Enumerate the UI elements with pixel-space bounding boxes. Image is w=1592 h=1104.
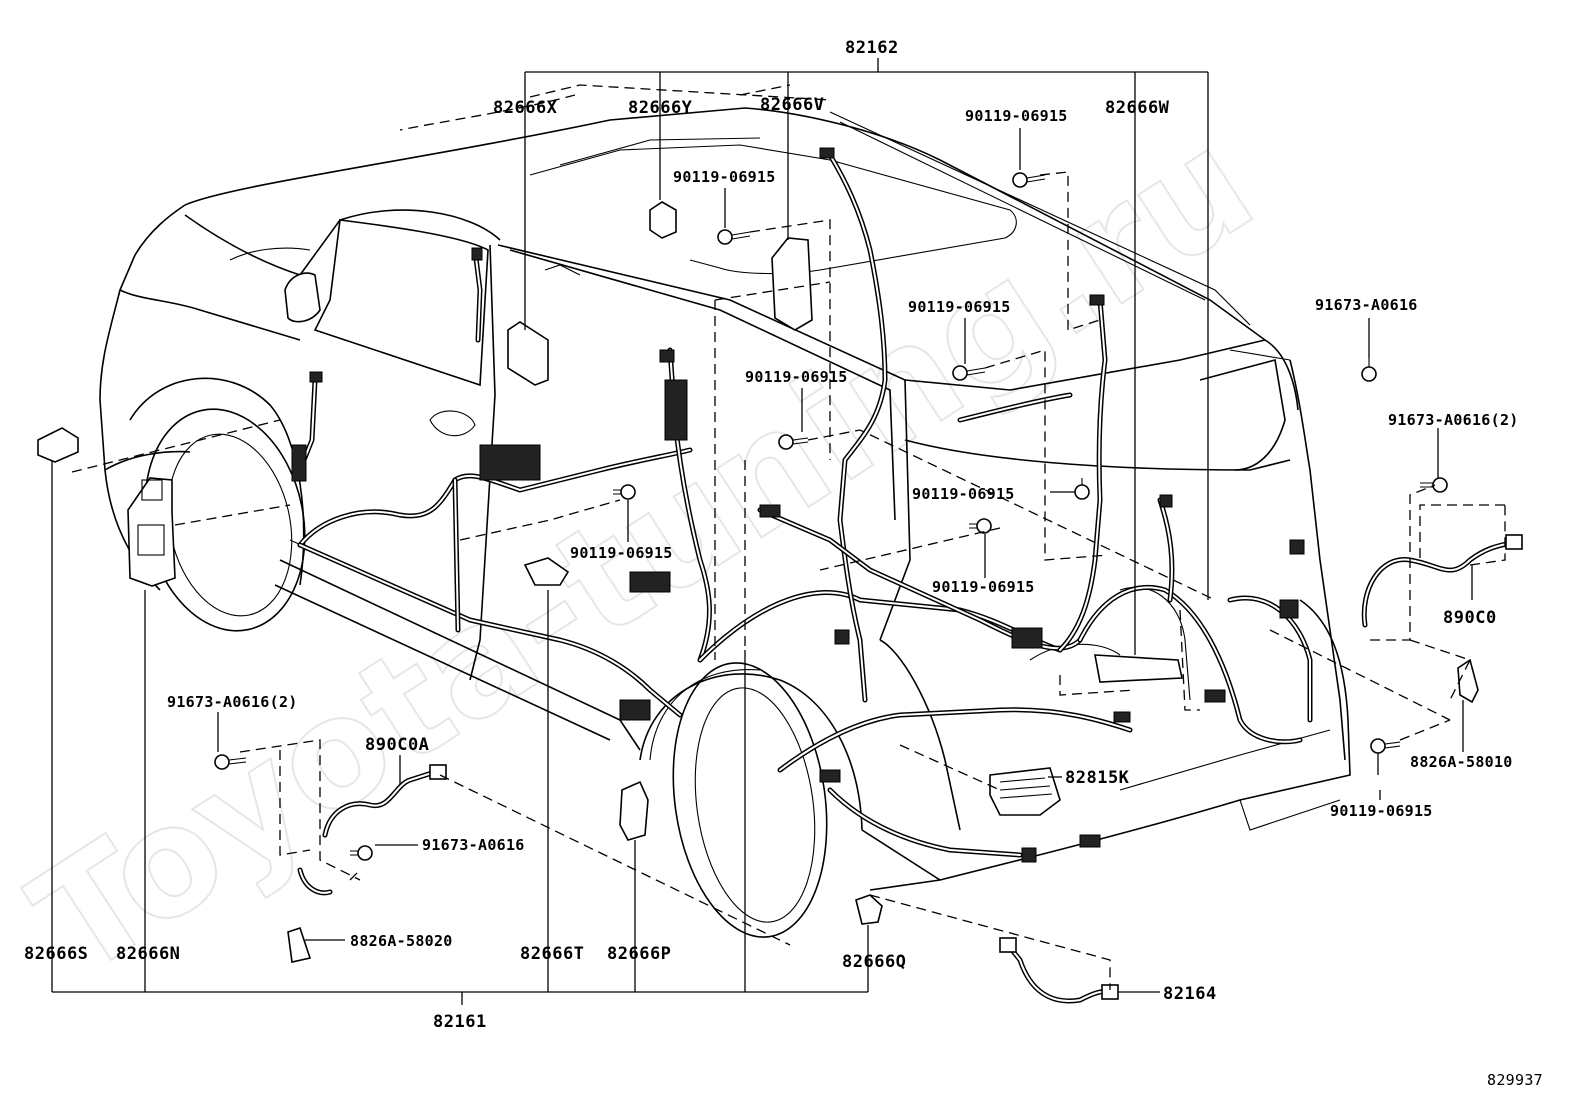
label-82815K: 82815K: [1065, 768, 1130, 788]
label-82666N: 82666N: [116, 944, 180, 964]
label-bolt-a: 90119-06915: [965, 107, 1068, 125]
leader-lines: [51, 58, 1473, 1005]
label-screw-left: 91673-A0616: [422, 836, 525, 854]
vehicle-body-outline: [99, 107, 1351, 938]
label-bolt-e: 90119-06915: [912, 485, 1015, 503]
label-82164: 82164: [1163, 984, 1217, 1004]
callout-labels: 82162 82666X 82666Y 82666V 82666W 90119-…: [24, 38, 1543, 1089]
label-bolt-f: 90119-06915: [570, 544, 673, 562]
label-bolt-g: 90119-06915: [932, 578, 1035, 596]
connector-82666Q: [855, 894, 883, 925]
bracket-82666V: [771, 237, 813, 331]
bolt-icons: [214, 172, 1448, 861]
label-screw-right-2: 91673-A0616(2): [1388, 411, 1519, 429]
label-82666V: 82666V: [760, 95, 824, 115]
clamp-82666T: [523, 557, 570, 586]
label-82666Q: 82666Q: [842, 952, 906, 972]
label-82161: 82161: [433, 1012, 487, 1032]
label-82666W: 82666W: [1105, 98, 1170, 118]
parts: [37, 147, 1523, 1004]
clamp-82666W: [1094, 654, 1183, 683]
antenna-amplifier-82815K: [989, 767, 1061, 816]
harness-connectors: [291, 147, 1305, 863]
label-bolt-b: 90119-06915: [673, 168, 776, 186]
label-82666Y: 82666Y: [628, 98, 693, 118]
connector-82666S: [37, 427, 79, 463]
label-bracket-left: 8826A-58020: [350, 932, 453, 950]
catalog-number: 829937: [1487, 1071, 1543, 1089]
label-screw-left-2: 91673-A0616(2): [167, 693, 298, 711]
harness-890C0-connector: [1505, 534, 1523, 550]
bracket-8826A-58020: [287, 926, 312, 963]
label-82666T: 82666T: [520, 944, 584, 964]
connector-82666P: [619, 780, 649, 841]
label-bolt-h: 90119-06915: [1330, 802, 1433, 820]
label-bolt-d: 90119-06915: [745, 368, 848, 386]
harness-82164-connector-a: [999, 937, 1017, 953]
label-82666X: 82666X: [493, 98, 558, 118]
label-bolt-c: 90119-06915: [908, 298, 1011, 316]
bracket-8826A-58010: [1457, 658, 1479, 704]
label-screw-right: 91673-A0616: [1315, 296, 1418, 314]
label-82162: 82162: [845, 38, 899, 58]
wire-harness: [297, 152, 1313, 858]
label-890C0: 890C0: [1443, 608, 1497, 628]
module-82666X: [507, 321, 549, 386]
label-890C0A: 890C0A: [365, 735, 429, 755]
label-bracket-right: 8826A-58010: [1410, 753, 1513, 771]
connector-82666Y: [649, 201, 677, 239]
dashed-reference-lines: [71, 84, 1506, 990]
label-82666S: 82666S: [24, 944, 88, 964]
label-82666P: 82666P: [607, 944, 671, 964]
junction-block-82666N: [127, 477, 176, 587]
